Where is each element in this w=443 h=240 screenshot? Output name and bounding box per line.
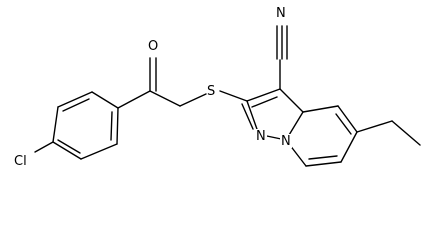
bond-double-inner bbox=[57, 139, 81, 154]
bond bbox=[340, 131, 358, 163]
pyrazole-ring bbox=[241, 88, 304, 141]
bond-double-inner bbox=[335, 113, 352, 135]
bond bbox=[149, 90, 181, 107]
nitrile-nitrogen-label: N bbox=[276, 6, 286, 21]
bond bbox=[91, 91, 119, 109]
bond-c-cl bbox=[34, 141, 54, 153]
bond-double-inner bbox=[110, 111, 113, 141]
bond-ethyl-1 bbox=[356, 120, 393, 133]
bond bbox=[80, 143, 118, 160]
label-background bbox=[280, 134, 292, 148]
bond-s-c bbox=[219, 90, 248, 102]
bond bbox=[57, 91, 93, 108]
bond bbox=[246, 88, 281, 102]
bond-double-inner bbox=[308, 155, 338, 160]
label-background bbox=[255, 129, 267, 143]
bond bbox=[116, 107, 119, 145]
bond bbox=[52, 141, 82, 160]
chlorophenyl-ring bbox=[52, 91, 119, 160]
chlorine-atom-label: Cl bbox=[14, 154, 27, 169]
ring-nitrogen-2-label: N bbox=[281, 134, 291, 149]
sulfur-atom-label: S bbox=[207, 84, 215, 99]
bond bbox=[305, 161, 342, 167]
bond-double-inner bbox=[241, 103, 254, 130]
bond-double-inner bbox=[62, 98, 90, 112]
bond bbox=[246, 100, 259, 133]
bond bbox=[279, 88, 304, 113]
bond bbox=[302, 105, 339, 113]
bond-double-inner bbox=[251, 96, 278, 108]
bond bbox=[337, 105, 358, 133]
bond-c-s bbox=[179, 93, 207, 107]
bond bbox=[52, 106, 59, 143]
bond bbox=[117, 90, 151, 109]
pyridine-ring bbox=[285, 105, 358, 167]
oxygen-atom-label: O bbox=[148, 39, 158, 54]
ring-nitrogen-1-label: N bbox=[256, 129, 266, 144]
molecule-structure: Cl O S N N N bbox=[14, 6, 421, 169]
bond-ethyl-2 bbox=[391, 120, 421, 146]
